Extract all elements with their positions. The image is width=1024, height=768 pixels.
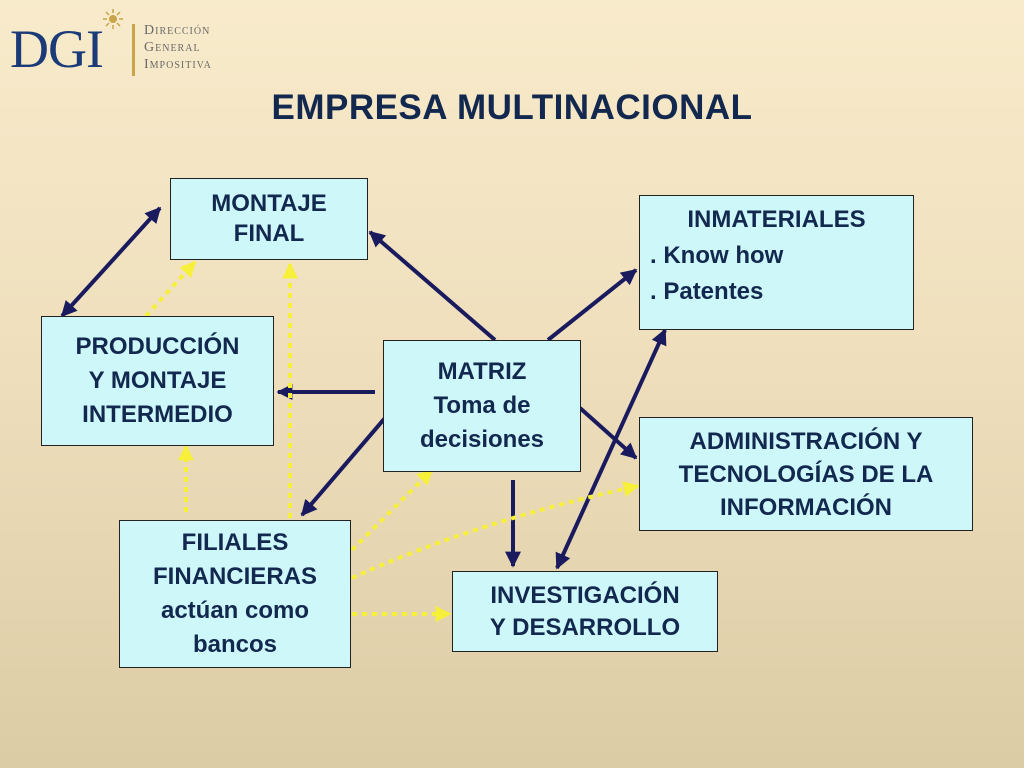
box-line: FILIALES	[181, 529, 289, 556]
logo-text: Dirección General Impositiva	[144, 22, 212, 73]
dotted-arrow-filiales-admin	[351, 481, 640, 580]
box-heading: INMATERIALES	[687, 206, 866, 233]
box-inmateriales: INMATERIALES . Know how . Patentes	[639, 195, 914, 330]
box-filiales-financieras: FILIALES FINANCIERAS actúan como bancos	[119, 520, 351, 668]
logo-line: Impositiva	[144, 57, 212, 72]
logo-divider	[132, 24, 135, 76]
logo-line: Dirección	[144, 23, 211, 38]
box-line: INTERMEDIO	[82, 401, 233, 428]
box-line: PRODUCCIÓN	[75, 333, 240, 360]
arrow-produccion-montaje	[60, 206, 162, 318]
sun-emblem-icon	[103, 9, 123, 29]
box-investigacion: INVESTIGACIÓN Y DESARROLLO	[452, 571, 718, 652]
arrow-matriz-filiales	[300, 416, 387, 517]
box-line: MATRIZ	[437, 358, 527, 385]
box-line: TECNOLOGÍAS DE LA	[678, 460, 934, 488]
arrow-matriz-inmateriales	[546, 268, 638, 342]
dgi-logo: DGI Dirección General Impositiva	[8, 8, 248, 79]
dotted-arrow-filiales-matriz	[350, 468, 434, 552]
box-line: MONTAJE	[211, 190, 327, 217]
slide-title: EMPRESA MULTINACIONAL	[271, 88, 753, 127]
box-line: ADMINISTRACIÓN Y	[689, 427, 923, 455]
box-line: Y DESARROLLO	[489, 613, 681, 641]
box-line: Toma de	[433, 392, 531, 419]
box-item: . Know how	[650, 242, 784, 269]
arrow-investigacion-inmateriales	[555, 328, 667, 570]
box-line: INFORMACIÓN	[720, 493, 892, 521]
box-line: actúan como	[160, 597, 310, 624]
box-item: . Patentes	[650, 278, 764, 305]
logo-mark: DGI	[10, 19, 104, 79]
dotted-arrow-produccion-montaje	[144, 260, 197, 318]
arrow-matriz-montaje	[368, 230, 497, 342]
box-line: FINANCIERAS	[152, 563, 317, 590]
box-line: Y MONTAJE	[88, 367, 227, 394]
logo-line: General	[144, 40, 201, 55]
box-line: INVESTIGACIÓN	[490, 581, 680, 609]
box-line: decisiones	[419, 426, 545, 453]
box-montaje-final: MONTAJE FINAL	[170, 178, 368, 260]
box-administracion: ADMINISTRACIÓN Y TECNOLOGÍAS DE LA INFOR…	[639, 417, 973, 531]
box-line: FINAL	[233, 220, 305, 247]
box-matriz: MATRIZ Toma de decisiones	[383, 340, 581, 472]
box-line: bancos	[192, 631, 278, 658]
box-produccion-montaje: PRODUCCIÓN Y MONTAJE INTERMEDIO	[41, 316, 274, 446]
